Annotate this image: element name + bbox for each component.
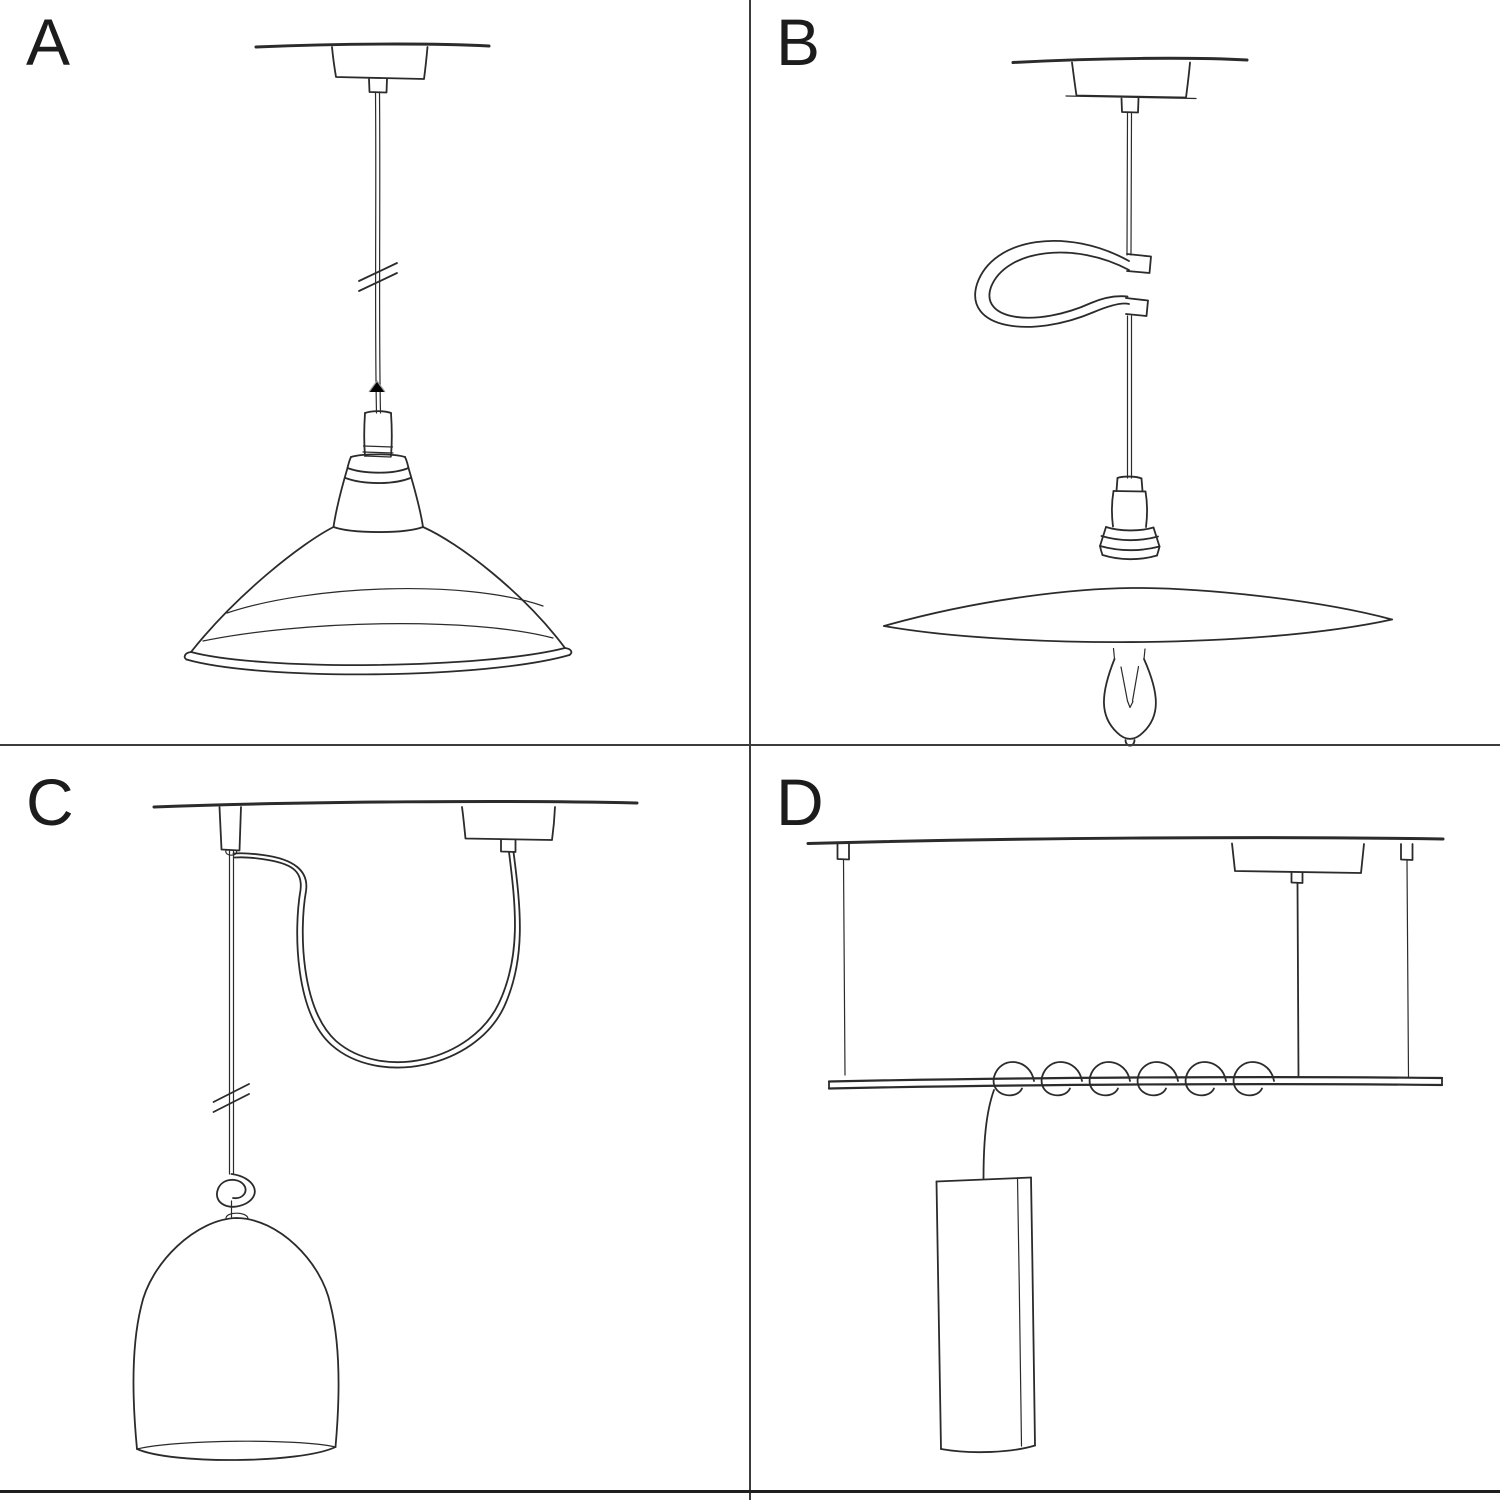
tube-shade [935, 1176, 1036, 1454]
cable-loop [974, 240, 1130, 328]
ceiling-rose [461, 806, 556, 853]
cable-coils [992, 1061, 1275, 1097]
bell-dome-shade [132, 1212, 340, 1461]
bottom-rule [0, 1490, 1500, 1493]
panel-c: C [0, 750, 750, 1500]
panel-b-illustration [883, 56, 1393, 747]
suspension-bar [827, 1076, 1444, 1090]
panel-a-illustration [183, 42, 573, 676]
panel-a: A [0, 0, 750, 750]
cord-knot [216, 1173, 256, 1218]
pendant-cord [228, 849, 235, 1175]
ceiling-rose [1231, 842, 1365, 884]
adjust-arrow-icon [368, 379, 386, 393]
length-hash-mark [212, 1083, 250, 1113]
ceiling-rose [331, 46, 429, 94]
swag-cable [232, 851, 521, 1069]
panel-d-illustration [806, 836, 1445, 1454]
lamp-holder [1099, 475, 1161, 561]
panel-c-illustration [132, 799, 639, 1461]
panel-b: B [750, 0, 1500, 750]
suspension-wire-right [1400, 843, 1414, 1078]
edison-bulb [1103, 647, 1157, 747]
ceiling-line [806, 836, 1445, 845]
industrial-shade [183, 526, 573, 676]
flat-dish-shade [883, 587, 1393, 643]
horizontal-divider [0, 744, 1500, 746]
length-hash-mark [358, 262, 398, 292]
panel-b-label: B [776, 5, 822, 79]
panel-d-label: D [776, 765, 825, 839]
suspension-wire-left [836, 842, 850, 1076]
panel-a-label: A [26, 5, 72, 79]
pendant-cord [1126, 111, 1133, 479]
ceiling-line [1011, 56, 1249, 64]
socket-cup [332, 453, 424, 528]
pendant-cord [374, 91, 382, 414]
ceiling-hook [218, 806, 242, 856]
lamp-holder [362, 410, 394, 458]
vertical-divider [749, 0, 751, 1500]
ceiling-line [152, 799, 639, 809]
drop-cable [1296, 882, 1300, 1077]
ceiling-rose [1065, 61, 1197, 114]
pendant-drop-cable [982, 1089, 995, 1180]
cable-clips [1125, 253, 1152, 317]
ceiling-line [254, 42, 491, 49]
panel-c-label: C [26, 765, 75, 839]
panel-d: D [750, 750, 1500, 1500]
